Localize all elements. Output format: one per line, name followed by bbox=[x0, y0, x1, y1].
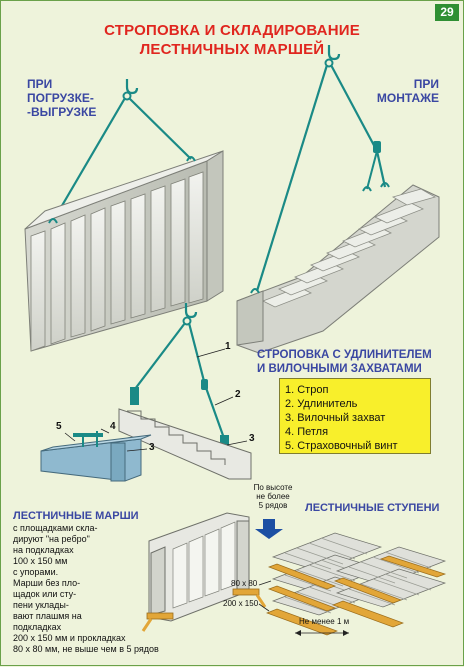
label-installation-1: ПРИ bbox=[413, 77, 439, 91]
page-title: СТРОПОВКА И СКЛАДИРОВАНИЕ ЛЕСТНИЧНЫХ МАР… bbox=[1, 21, 463, 59]
timber-pad bbox=[146, 612, 174, 620]
marshi-line: 100 х 150 мм bbox=[13, 556, 68, 566]
marshi-line: на подкладках bbox=[13, 545, 74, 555]
legend-item-sling: 1. Строп bbox=[285, 384, 329, 396]
label-installation: ПРИ МОНТАЖЕ bbox=[377, 77, 439, 105]
marshi-line: дируют "на ребро" bbox=[13, 534, 90, 544]
height-note-3: 5 рядов bbox=[258, 501, 288, 510]
label-loading-1: ПРИ bbox=[27, 77, 53, 91]
sling-line bbox=[134, 322, 186, 390]
label-loading-3: -ВЫГРУЗКЕ bbox=[27, 105, 97, 119]
landing-detail-illustration bbox=[40, 428, 152, 482]
sling-line bbox=[187, 322, 207, 386]
legend-item-extender: 2. Удлинитель bbox=[285, 398, 358, 410]
title-line-1: СТРОПОВКА И СКЛАДИРОВАНИЕ bbox=[104, 22, 360, 39]
marshi-line: Марши без пло- bbox=[13, 578, 81, 588]
extender-sling-illustration bbox=[118, 303, 252, 480]
marshi-description: с площадками скла- дируют "на ребро" на … bbox=[13, 523, 213, 655]
label-stair-flights: ЛЕСТНИЧНЫЕ МАРШИ bbox=[13, 510, 139, 522]
legend-box: 1. Строп 2. Удлинитель 3. Вилочный захва… bbox=[279, 378, 431, 454]
step-stack bbox=[266, 532, 447, 636]
marshi-line: подкладках bbox=[13, 622, 62, 632]
callout-5: 5 bbox=[56, 421, 62, 432]
marshi-line: 80 х 80 мм, не выше чем в 5 рядов bbox=[13, 644, 159, 654]
label-loading-2: ПОГРУЗКЕ- bbox=[27, 91, 94, 105]
marshi-line: вают плашмя на bbox=[13, 611, 82, 621]
crane-hook-icon bbox=[184, 303, 198, 319]
label-loading: ПРИ ПОГРУЗКЕ- -ВЫГРУЗКЕ bbox=[27, 77, 96, 119]
stair-storage-illustration bbox=[141, 512, 267, 632]
callout-3a: 3 bbox=[249, 433, 255, 444]
marshi-line: пени уклады- bbox=[13, 600, 69, 610]
sling-line bbox=[52, 97, 126, 222]
marshi-line: с упорами. bbox=[13, 567, 59, 577]
legend-item-fork: 3. Вилочный захват bbox=[285, 412, 386, 424]
crane-hook-icon bbox=[125, 79, 139, 95]
callout-1: 1 bbox=[225, 341, 231, 352]
sling-line bbox=[128, 97, 192, 160]
label-extender-1: СТРОПОВКА С УДЛИНИТЕЛЕМ bbox=[257, 349, 432, 361]
sling-line bbox=[255, 64, 329, 292]
crane-hook-icon bbox=[327, 45, 341, 61]
callout-2: 2 bbox=[235, 389, 241, 400]
label-stair-steps: ЛЕСТНИЧНЫЕ СТУПЕНИ bbox=[305, 502, 440, 514]
marshi-line: с площадками скла- bbox=[13, 523, 98, 533]
stair-loading-illustration bbox=[24, 79, 224, 352]
marshi-line: 200 х 150 мм и прокладках bbox=[13, 633, 126, 643]
title-line-2: ЛЕСТНИЧНЫХ МАРШЕЙ bbox=[139, 41, 325, 58]
label-extender: СТРОПОВКА С УДЛИНИТЕЛЕМ И ВИЛОЧНЫМИ ЗАХВ… bbox=[257, 348, 432, 376]
timber-pad bbox=[232, 588, 260, 596]
dim-spacing: Не менее 1 м bbox=[299, 617, 350, 626]
callout-4: 4 bbox=[110, 421, 116, 432]
height-note: По высоте не более 5 рядов bbox=[247, 483, 299, 510]
height-note-1: По высоте bbox=[253, 483, 293, 492]
label-installation-2: МОНТАЖЕ bbox=[376, 91, 439, 105]
page-number: 29 bbox=[435, 4, 459, 21]
dim-200: 200 х 150 bbox=[223, 599, 259, 608]
dim-80: 80 х 80 bbox=[231, 579, 258, 588]
height-note-2: не более bbox=[256, 492, 290, 501]
sling-line bbox=[330, 64, 378, 152]
legend-item-loop: 4. Петля bbox=[285, 426, 329, 438]
legend-item-screw: 5. Страховочный винт bbox=[285, 440, 398, 452]
extender-line bbox=[203, 384, 227, 442]
marshi-line: щадок или сту- bbox=[13, 589, 77, 599]
callout-3b: 3 bbox=[149, 442, 155, 453]
down-arrow-icon bbox=[255, 519, 283, 539]
stair-installation-illustration bbox=[236, 45, 440, 354]
label-extender-2: И ВИЛОЧНЫМИ ЗАХВАТАМИ bbox=[257, 363, 422, 375]
steps-storage-illustration bbox=[255, 519, 447, 636]
